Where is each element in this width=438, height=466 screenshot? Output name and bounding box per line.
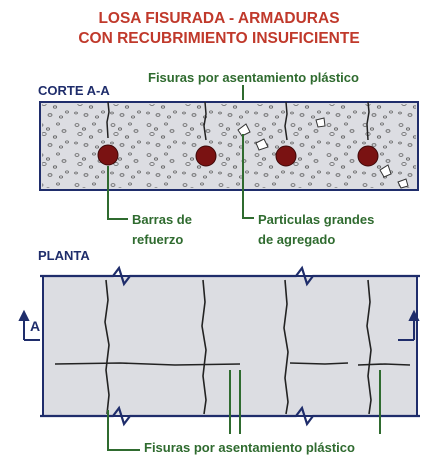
section-slab (39, 101, 419, 191)
rebar (357, 145, 379, 167)
aggregate-particle (397, 178, 409, 189)
aggregate-particles (237, 117, 409, 189)
rebars (97, 144, 379, 167)
aggregate-label-line-1: Particulas grandes (258, 212, 375, 227)
section-cracks (106, 101, 370, 141)
rebar (195, 145, 217, 167)
aggregate-label-line-2: de agregado (258, 232, 336, 247)
section-crack-label: Fisuras por asentamiento plástico (148, 70, 359, 85)
plan-crack-transverse (357, 363, 411, 366)
plan-break-line-top (40, 265, 420, 287)
cut-marker-arrows (18, 309, 420, 341)
plan-crack (283, 279, 289, 415)
rebar (97, 144, 119, 166)
plan-heading: PLANTA (38, 248, 90, 263)
plan-crack (104, 279, 110, 415)
rebar-leader (107, 166, 128, 220)
cut-marker-left: A (30, 318, 41, 334)
aggregate-leader (242, 134, 254, 219)
aggregate-particle (237, 123, 251, 137)
rebar-label-line-2: refuerzo (132, 232, 184, 247)
aggregate-particle (379, 164, 392, 178)
title-line-2: CON RECUBRIMIENTO INSUFICIENTE (78, 30, 360, 47)
section-cut-heading: CORTE A-A (38, 83, 110, 98)
rebar-label-line-1: Barras de (132, 212, 192, 227)
title-line-1: LOSA FISURADA - ARMADURAS (98, 10, 340, 27)
section-crack (106, 101, 110, 139)
plan-crack-label: Fisuras por asentamiento plástico (144, 440, 355, 455)
plan-crack (201, 279, 207, 415)
section-crack (203, 101, 207, 141)
rebar (275, 145, 297, 167)
plan-break-line-bottom (40, 405, 420, 427)
plan-crack (366, 279, 372, 415)
section-crack (284, 101, 288, 141)
section-crack (366, 101, 370, 141)
plan-crack-transverse (54, 362, 241, 366)
aggregate-particle (255, 138, 269, 151)
plan-crack-transverse (289, 362, 349, 365)
plan-crack-leader (107, 410, 140, 451)
aggregate-particle (315, 117, 326, 128)
